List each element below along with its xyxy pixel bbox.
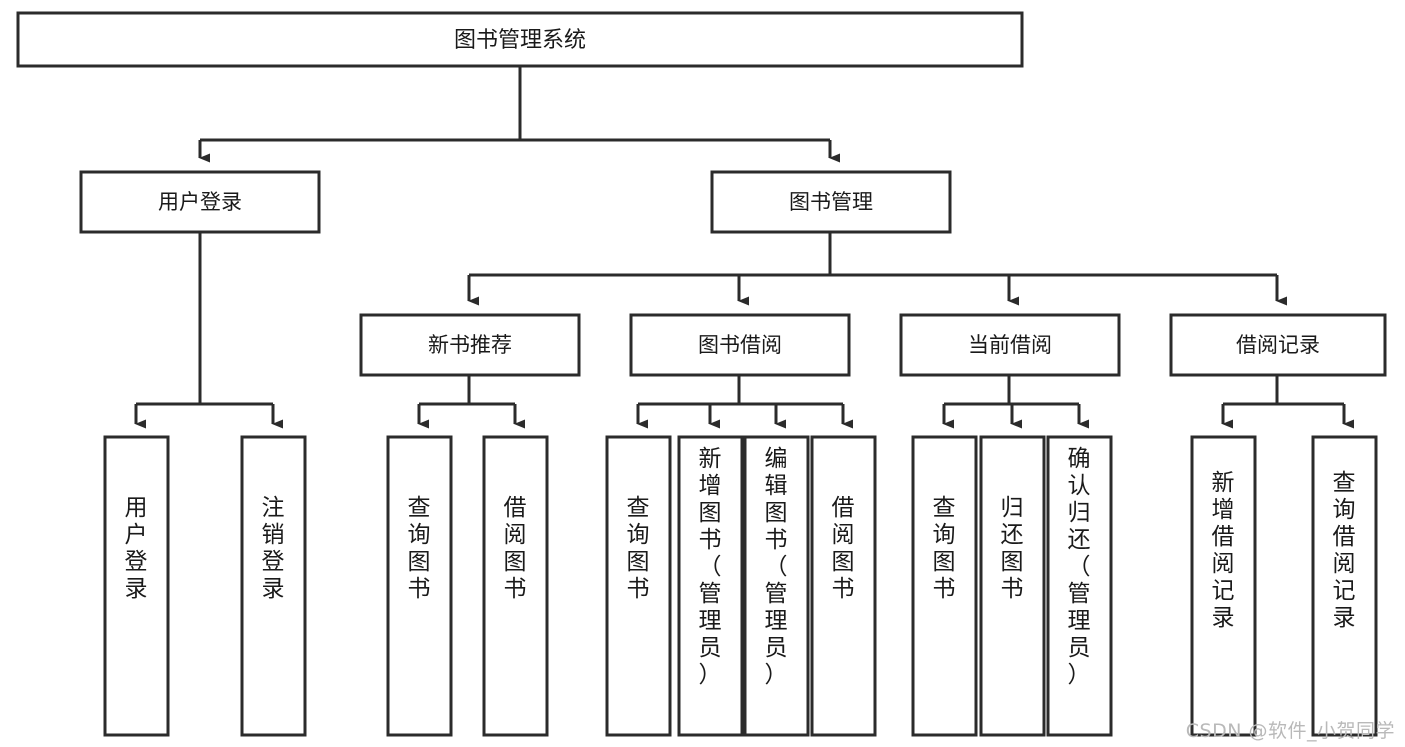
leaf-node[interactable]: 新增借阅记录 <box>1190 435 1257 737</box>
leaf-node[interactable]: 借阅图书 <box>810 435 877 737</box>
leaf-label: 查询图书 <box>627 495 650 602</box>
leaf-label: 借阅图书 <box>504 495 527 602</box>
connector-layer <box>134 66 1354 429</box>
node-root-label: 图书管理系统 <box>454 28 586 53</box>
leaf-label: 用户登录 <box>125 495 148 602</box>
leaf-label: 注销登录 <box>262 495 285 602</box>
leaf-node[interactable]: 查询借阅记录 <box>1311 435 1378 737</box>
leaf-box[interactable] <box>743 435 810 737</box>
node-book-borrow-box[interactable] <box>629 313 851 377</box>
leaf-label: 确认归还（管理员） <box>1068 446 1091 688</box>
leaf-node[interactable]: 编辑图书（管理员） <box>743 435 810 737</box>
node-book-management-label: 图书管理 <box>789 190 873 214</box>
node-user-login-label: 用户登录 <box>158 190 242 214</box>
node-new-book-recommend-box[interactable] <box>359 313 581 377</box>
leaf-box[interactable] <box>1311 435 1378 737</box>
node-current-borrow-label: 当前借阅 <box>968 333 1052 357</box>
csdn-watermark: CSDN @软件_小贺同学 <box>1185 720 1395 742</box>
node-current-borrow-box[interactable] <box>899 313 1121 377</box>
leaf-box[interactable] <box>240 435 307 737</box>
node-current-borrow[interactable]: 当前借阅 <box>899 313 1121 377</box>
leaf-box[interactable] <box>605 435 672 737</box>
leaf-box[interactable] <box>1190 435 1257 737</box>
node-borrow-records-label: 借阅记录 <box>1236 333 1320 357</box>
node-borrow-records[interactable]: 借阅记录 <box>1169 313 1387 377</box>
leaf-box[interactable] <box>1046 435 1113 737</box>
node-new-book-recommend[interactable]: 新书推荐 <box>359 313 581 377</box>
leaf-label: 新增图书（管理员） <box>699 446 722 688</box>
leaf-node[interactable]: 查询图书 <box>386 435 453 737</box>
leaf-box[interactable] <box>911 435 978 737</box>
node-borrow-records-box[interactable] <box>1169 313 1387 377</box>
leaf-node[interactable]: 查询图书 <box>911 435 978 737</box>
leaf-box[interactable] <box>810 435 877 737</box>
leaf-label: 查询图书 <box>408 495 431 602</box>
leaf-box[interactable] <box>482 435 549 737</box>
node-book-borrow-label: 图书借阅 <box>698 333 782 357</box>
leaf-node[interactable]: 借阅图书 <box>482 435 549 737</box>
leaf-node[interactable]: 注销登录 <box>240 435 307 737</box>
leaf-node[interactable]: 归还图书 <box>979 435 1046 737</box>
leaf-label: 查询借阅记录 <box>1333 470 1356 631</box>
leaf-label: 新增借阅记录 <box>1212 470 1235 631</box>
node-book-management[interactable]: 图书管理 <box>710 170 952 234</box>
node-new-book-recommend-label: 新书推荐 <box>428 333 512 357</box>
leaf-box[interactable] <box>386 435 453 737</box>
leaf-node[interactable]: 确认归还（管理员） <box>1046 435 1113 737</box>
node-book-borrow[interactable]: 图书借阅 <box>629 313 851 377</box>
leaf-node[interactable]: 用户登录 <box>103 435 170 737</box>
leaf-label: 借阅图书 <box>832 495 855 602</box>
leaf-node[interactable]: 查询图书 <box>605 435 672 737</box>
node-book-management-box[interactable] <box>710 170 952 234</box>
leaf-label: 归还图书 <box>1001 495 1024 602</box>
node-user-login-box[interactable] <box>79 170 321 234</box>
leaf-node[interactable]: 新增图书（管理员） <box>677 435 744 737</box>
leaf-box[interactable] <box>677 435 744 737</box>
leaf-box[interactable] <box>103 435 170 737</box>
node-user-login[interactable]: 用户登录 <box>79 170 321 234</box>
node-root-box[interactable] <box>16 11 1024 68</box>
node-root-system[interactable]: 图书管理系统 <box>16 11 1024 68</box>
leaf-label: 查询图书 <box>933 495 956 602</box>
leaf-label: 编辑图书（管理员） <box>765 446 788 688</box>
leaf-box[interactable] <box>979 435 1046 737</box>
